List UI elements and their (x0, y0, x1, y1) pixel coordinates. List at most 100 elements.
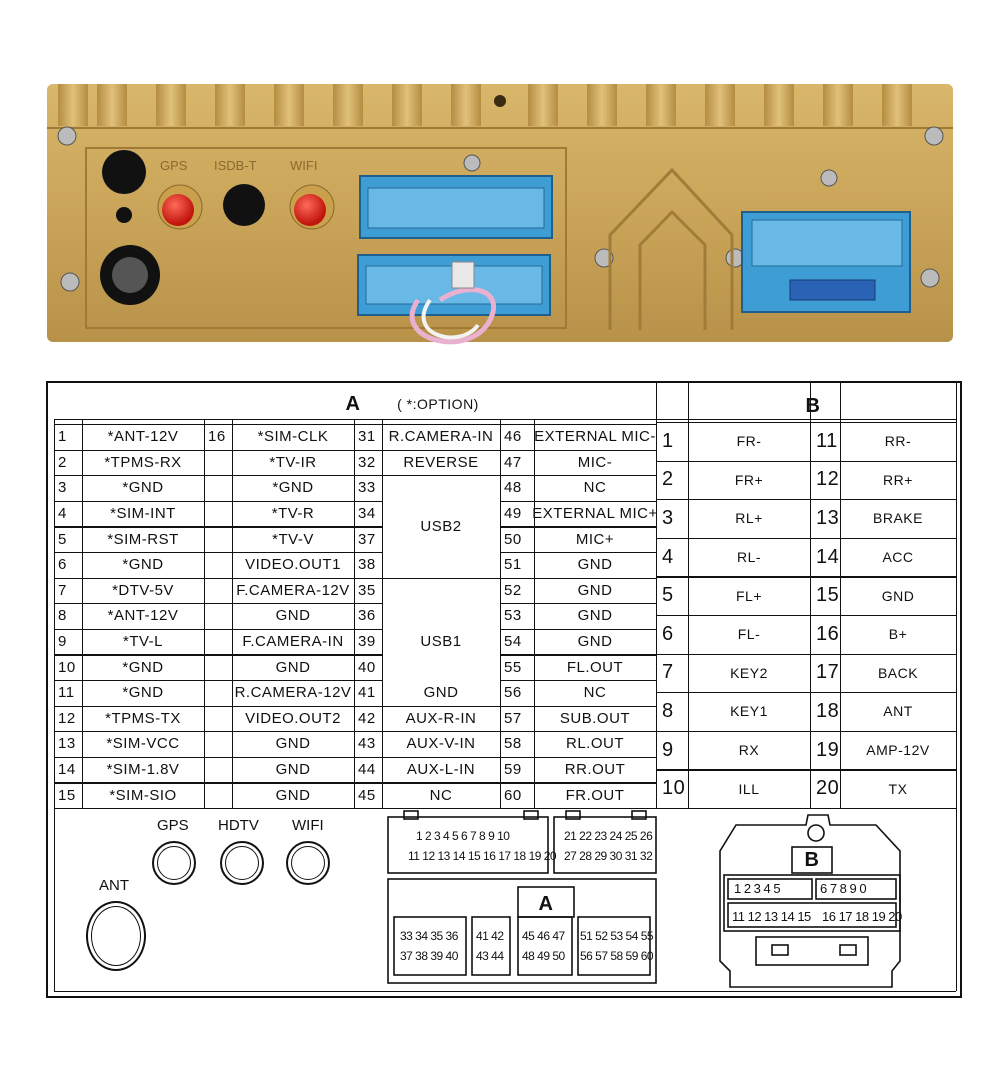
pin-a-number: 10 (58, 658, 76, 676)
hdtv-label: HDTV (218, 817, 259, 834)
pin-b-signal: RR- (884, 433, 912, 450)
conn-a-pins-1-10: 1 2 3 4 5 6 7 8 9 10 (416, 829, 510, 843)
pin-b-signal: TX (888, 780, 908, 797)
pin-a-number: 6 (58, 556, 67, 574)
conn-a-pins-48-50: 48 49 50 (522, 949, 565, 963)
pin-a-signal: *TPMS-RX (104, 453, 182, 471)
pin-a-signal: VIDEO.OUT1 (245, 556, 341, 574)
pin-a-number: 41 (358, 684, 376, 702)
pin-a-number: 46 (504, 428, 522, 446)
pin-b-number: 17 (816, 661, 840, 684)
pin-a-number: 42 (358, 709, 376, 727)
gps-socket-icon (152, 841, 196, 885)
pin-a-number: 48 (504, 479, 522, 497)
connector-b-outline (719, 814, 901, 988)
pin-a-number: 7 (58, 581, 67, 599)
pin-b-signal: ILL (738, 780, 760, 797)
conn-a-pins-21-26: 21 22 23 24 25 26 (564, 829, 653, 843)
usb2-label: USB2 (420, 517, 462, 535)
pin-a-signal: GND (577, 581, 613, 599)
conn-a-pins-41-42: 41 42 (476, 929, 504, 943)
pin-a-number: 32 (358, 453, 376, 471)
pin-b-number: 16 (816, 622, 840, 645)
pin-a-signal: *GND (272, 479, 314, 497)
pin-a-number: 44 (358, 761, 376, 779)
pin-a-signal: FL.OUT (566, 658, 624, 676)
pin-a-number: 59 (504, 761, 522, 779)
pin-a-signal: EXTERNAL MIC+ (532, 505, 658, 523)
pin-a-number: 4 (58, 505, 67, 523)
pin-a-number: 58 (504, 735, 522, 753)
pin-b-signal: GND (881, 587, 915, 604)
pin-a-signal: GND (275, 761, 311, 779)
pin-a-number: 9 (58, 633, 67, 651)
pin-a-number: 15 (58, 786, 76, 804)
wifi-label: WIFI (292, 817, 324, 834)
pin-b-number: 12 (816, 468, 840, 491)
pin-a-signal: AUX-V-IN (406, 735, 476, 753)
pin-a-signal: FR.OUT (565, 786, 625, 804)
pin-b-signal: RX (738, 742, 760, 759)
pin-a-signal: *TV-L (122, 633, 163, 651)
pin-b-number: 4 (662, 545, 674, 568)
pin-a-signal: RR.OUT (564, 761, 626, 779)
conn-a-pins-43-44: 43 44 (476, 949, 504, 963)
pin-a-signal: GND (423, 684, 459, 702)
pin-a-number: 11 (58, 684, 75, 702)
pin-a-number: 8 (58, 607, 67, 625)
ant-label: ANT (99, 877, 129, 894)
pin-b-number: 3 (662, 506, 674, 529)
pin-a-number: 16 (208, 428, 226, 446)
pin-a-number: 57 (504, 709, 522, 727)
pin-b-number: 2 (662, 468, 674, 491)
pin-a-signal: GND (275, 735, 311, 753)
pin-b-number: 11 (816, 429, 838, 452)
table-a-note: ( *:OPTION) (397, 396, 479, 412)
pin-b-signal: FR+ (734, 471, 764, 488)
pin-a-number: 52 (504, 581, 522, 599)
pin-b-number: 20 (816, 777, 840, 800)
pin-a-signal: GND (577, 633, 613, 651)
pin-a-number: 31 (358, 428, 376, 446)
pin-a-signal: *SIM-VCC (106, 735, 180, 753)
pin-b-signal: AMP-12V (866, 742, 930, 759)
pin-b-number: 7 (662, 661, 674, 684)
conn-a-pins-33-36: 33 34 35 36 (400, 929, 458, 943)
socket-label-gps: GPS (160, 158, 188, 173)
pin-a-number: 12 (58, 709, 76, 727)
screw-icon (57, 126, 944, 292)
table-a-title: A (345, 392, 361, 415)
pin-a-signal: *SIM-SIO (109, 786, 177, 804)
pin-a-number: 34 (358, 505, 376, 523)
pin-a-signal: GND (275, 786, 311, 804)
usb1-label: USB1 (420, 633, 462, 651)
pin-a-signal: *TV-R (271, 505, 315, 523)
pin-b-number: 14 (816, 545, 840, 568)
pin-a-signal: GND (275, 658, 311, 676)
pin-a-signal: GND (577, 607, 613, 625)
conn-b-pins-16-20: 16 17 18 19 20 (822, 909, 902, 924)
pin-a-number: 55 (504, 658, 522, 676)
pin-b-number: 13 (816, 506, 840, 529)
pin-b-signal: ACC (882, 549, 914, 566)
pin-b-signal: FL+ (735, 587, 762, 604)
pin-a-number: 53 (504, 607, 522, 625)
pin-a-number: 56 (504, 684, 522, 702)
conn-a-pins-56-60: 56 57 58 59 60 (580, 949, 654, 963)
socket-label-isdbt: ISDB-T (214, 158, 257, 173)
pin-a-signal: *GND (122, 556, 164, 574)
pin-a-signal: *TV-IR (269, 453, 317, 471)
pin-a-signal: *TPMS-TX (105, 709, 181, 727)
pin-a-number: 49 (504, 505, 522, 523)
conn-a-pins-51-55: 51 52 53 54 55 (580, 929, 654, 943)
pin-a-number: 60 (504, 786, 522, 804)
pin-a-signal: GND (275, 607, 311, 625)
pin-b-number: 18 (816, 699, 840, 722)
pin-a-signal: NC (583, 479, 607, 497)
pin-a-signal: *TV-V (272, 530, 314, 548)
pin-b-number: 9 (662, 738, 674, 761)
conn-a-pins-11-20: 11 12 13 14 15 16 17 18 19 20 (408, 849, 557, 863)
pin-b-signal: FR- (736, 433, 762, 450)
pin-b-signal: BACK (877, 664, 919, 681)
pin-b-number: 8 (662, 699, 674, 722)
